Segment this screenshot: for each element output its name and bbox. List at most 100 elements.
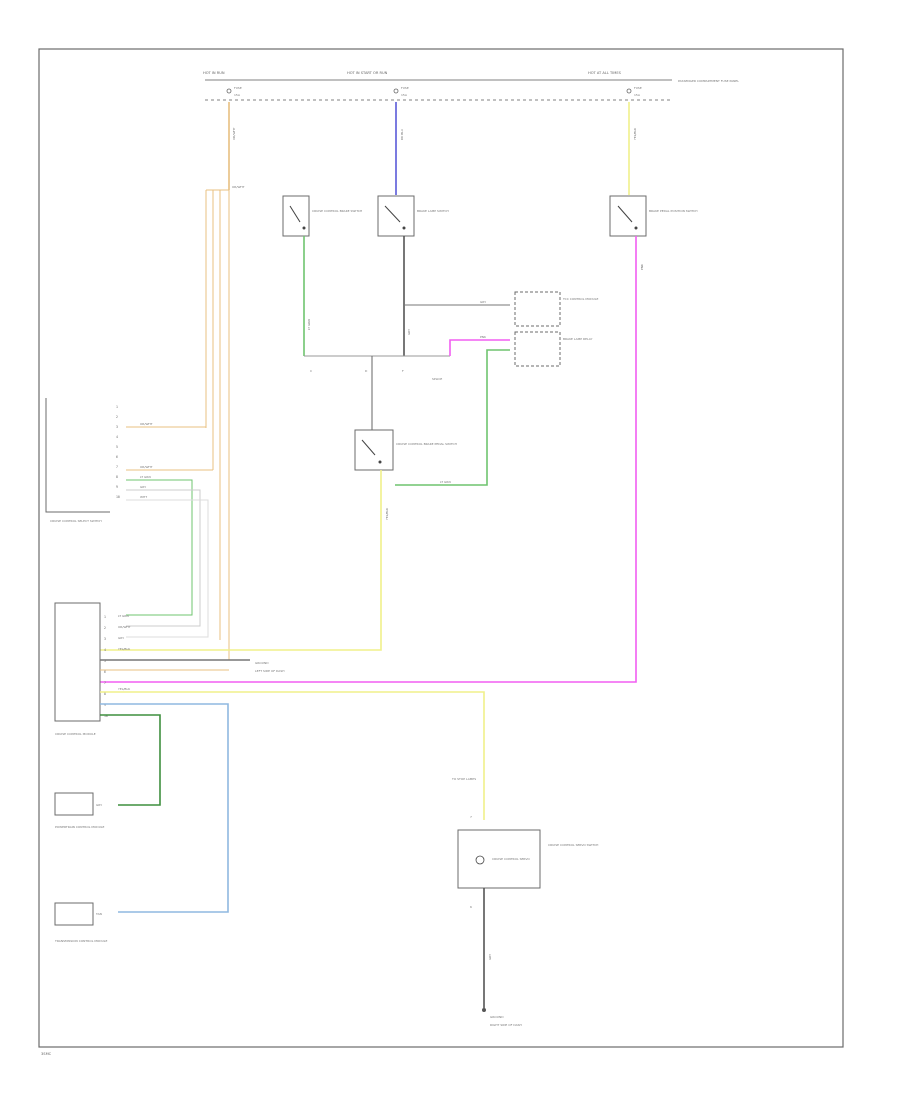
tcc-connector: TCC CONTROL MODULE — [514, 291, 599, 327]
svg-text:POWERTRAIN CONTROL MODULE: POWERTRAIN CONTROL MODULE — [55, 825, 105, 829]
svg-text:10: 10 — [116, 495, 120, 499]
wire-dark-label: GRY — [407, 329, 411, 335]
ground1-label: GROUND — [255, 661, 269, 665]
wire-green-relay — [395, 349, 510, 486]
svg-text:BRAKE PEDAL POSITION SWITCH: BRAKE PEDAL POSITION SWITCH — [649, 209, 698, 213]
brake-pedal-position-switch: BRAKE PEDAL POSITION SWITCH — [609, 195, 698, 237]
svg-text:CRUISE CONTROL SERVO: CRUISE CONTROL SERVO — [492, 857, 530, 861]
servo-unit: CRUISE CONTROL SERVO CRUISE CONTROL SERV… — [457, 829, 598, 889]
svg-text:TAN: TAN — [95, 912, 102, 916]
wire-green-pcm — [100, 714, 161, 806]
cruise-module: CRUISE CONTROL MODULE — [54, 602, 101, 736]
wire-pink-main — [100, 236, 637, 683]
svg-text:6: 6 — [116, 455, 118, 459]
svg-text:15A: 15A — [401, 93, 408, 97]
svg-text:10: 10 — [104, 714, 108, 718]
junction-pin-2: D — [365, 369, 368, 373]
wire-gray-conn-label: GRY — [480, 300, 486, 304]
svg-text:CRUISE CONTROL SELECT SWITCH: CRUISE CONTROL SELECT SWITCH — [50, 519, 102, 523]
sel-wire-9 — [126, 489, 201, 627]
svg-text:1: 1 — [104, 615, 106, 619]
junction-pin-1: C — [310, 369, 312, 373]
cruise-brake-switch: CRUISE CONTROL BRAKE SWITCH — [282, 195, 362, 237]
wire-green-relay-label: LT GRN — [440, 480, 451, 484]
hot-label-2: HOT IN START OR RUN — [347, 71, 388, 75]
wire-orange-label: OR/WHT — [232, 127, 236, 140]
mod-wire-2: OR/WHT — [118, 625, 131, 629]
sel-wire-9-label: GRY — [140, 485, 146, 489]
svg-text:5: 5 — [116, 445, 118, 449]
svg-text:15A: 15A — [634, 93, 641, 97]
svg-text:2: 2 — [104, 626, 106, 630]
svg-text:CRUISE CONTROL BRAKE SWITCH: CRUISE CONTROL BRAKE SWITCH — [312, 209, 362, 213]
svg-text:FUSE: FUSE — [634, 86, 642, 90]
sel-wire-8 — [126, 479, 193, 616]
ground2-label: GROUND — [490, 1015, 504, 1019]
wire-blue-label: DK BLU — [400, 129, 404, 140]
svg-text:8: 8 — [104, 692, 106, 696]
brake-lamp-switch: BRAKE LAMP SWITCH — [377, 195, 449, 237]
wire-pink-main-label: PNK — [640, 263, 644, 270]
fuse-3: FUSE 15A — [626, 86, 642, 97]
module-pins: 1 2 3 4 5 6 7 8 9 10 — [104, 615, 108, 718]
svg-text:15A: 15A — [234, 93, 241, 97]
svg-text:2: 2 — [116, 415, 118, 419]
ground2-symbol — [482, 1008, 486, 1012]
wire-yellow-servo — [100, 470, 382, 651]
svg-text:FUSE: FUSE — [401, 86, 409, 90]
svg-text:CRUISE CONTROL BRAKE PEDAL SWI: CRUISE CONTROL BRAKE PEDAL SWITCH — [396, 442, 457, 446]
splice-label-top: OR/WHT — [232, 185, 245, 189]
svg-text:5: 5 — [104, 659, 106, 663]
svg-text:1: 1 — [116, 405, 118, 409]
ground2-loc: RIGHT SIDE OF DASH — [490, 1023, 522, 1027]
to-lamps-label: TO STOP LAMPS — [451, 777, 476, 781]
hot-label-3: HOT AT ALL TIMES — [588, 71, 622, 75]
sel-wire-8-label: LT GRN — [140, 475, 151, 479]
svg-text:TRANSMISSION CONTROL MODULE: TRANSMISSION CONTROL MODULE — [54, 939, 107, 943]
svg-text:3: 3 — [116, 425, 118, 429]
svg-text:BRAKE LAMP SWITCH: BRAKE LAMP SWITCH — [417, 209, 449, 213]
sel-wire-3-label: OR/WHT — [140, 422, 153, 426]
diagram-frame — [38, 48, 844, 1048]
brake-relay-connector: BRAKE LAMP RELAY — [514, 331, 593, 367]
servo-pin-bottom: 6 — [470, 905, 472, 909]
cruise-select-switch: CRUISE CONTROL SELECT SWITCH — [45, 398, 110, 523]
svg-text:BRAKE LAMP RELAY: BRAKE LAMP RELAY — [563, 337, 593, 341]
svg-text:7: 7 — [104, 681, 106, 685]
svg-text:9: 9 — [104, 703, 106, 707]
servo-switch: CRUISE CONTROL BRAKE PEDAL SWITCH — [354, 429, 457, 471]
svg-text:CRUISE CONTROL SERVO SWITCH: CRUISE CONTROL SERVO SWITCH — [548, 843, 598, 847]
wire-green-label: LT GRN — [307, 319, 311, 330]
wire-dark-servo-label: GRY — [488, 954, 492, 960]
svg-text:9: 9 — [116, 485, 118, 489]
svg-text:CRUISE CONTROL MODULE: CRUISE CONTROL MODULE — [55, 732, 96, 736]
svg-text:7: 7 — [116, 465, 118, 469]
junction-pin-3: F — [402, 369, 404, 373]
wire-yellow-label: YEL/BLK — [633, 127, 637, 140]
wire-blue-tcm — [100, 703, 229, 913]
servo-pin-top: 7 — [470, 815, 472, 819]
sel-wire-10-label: WHT — [140, 495, 147, 499]
svg-text:FUSE: FUSE — [234, 86, 242, 90]
mod-wire-1: LT GRN — [118, 614, 129, 618]
hot-label-1: HOT IN RUN — [203, 71, 225, 75]
svg-text:6: 6 — [104, 670, 106, 674]
wire-yellow-servo-label: YEL/BLK — [385, 507, 389, 520]
selector-pins: 1 2 3 4 5 6 7 8 9 10 — [116, 405, 120, 499]
ground1-loc: LEFT SIDE OF DASH — [255, 669, 284, 673]
sel-wire-7-label: OR/WHT — [140, 465, 153, 469]
wire-yellow-lower-label: YEL/BLK — [118, 687, 131, 691]
mod-wire-3: GRY — [118, 636, 124, 640]
wire-pink-label: PNK — [480, 335, 487, 339]
fuse-block-label: PASSENGER COMPARTMENT FUSE PANEL — [678, 79, 739, 83]
sel-wire-10 — [126, 499, 209, 638]
pcm-module: GRY POWERTRAIN CONTROL MODULE — [54, 792, 105, 829]
mod-wire-4: YEL/BLK — [118, 647, 131, 651]
svg-text:3: 3 — [104, 637, 106, 641]
svg-text:GRY: GRY — [96, 803, 102, 807]
svg-text:8: 8 — [116, 475, 118, 479]
fuse-2: FUSE 15A — [393, 86, 409, 97]
wire-yellow-lower — [100, 691, 485, 820]
svg-text:TCC CONTROL MODULE: TCC CONTROL MODULE — [562, 297, 599, 301]
